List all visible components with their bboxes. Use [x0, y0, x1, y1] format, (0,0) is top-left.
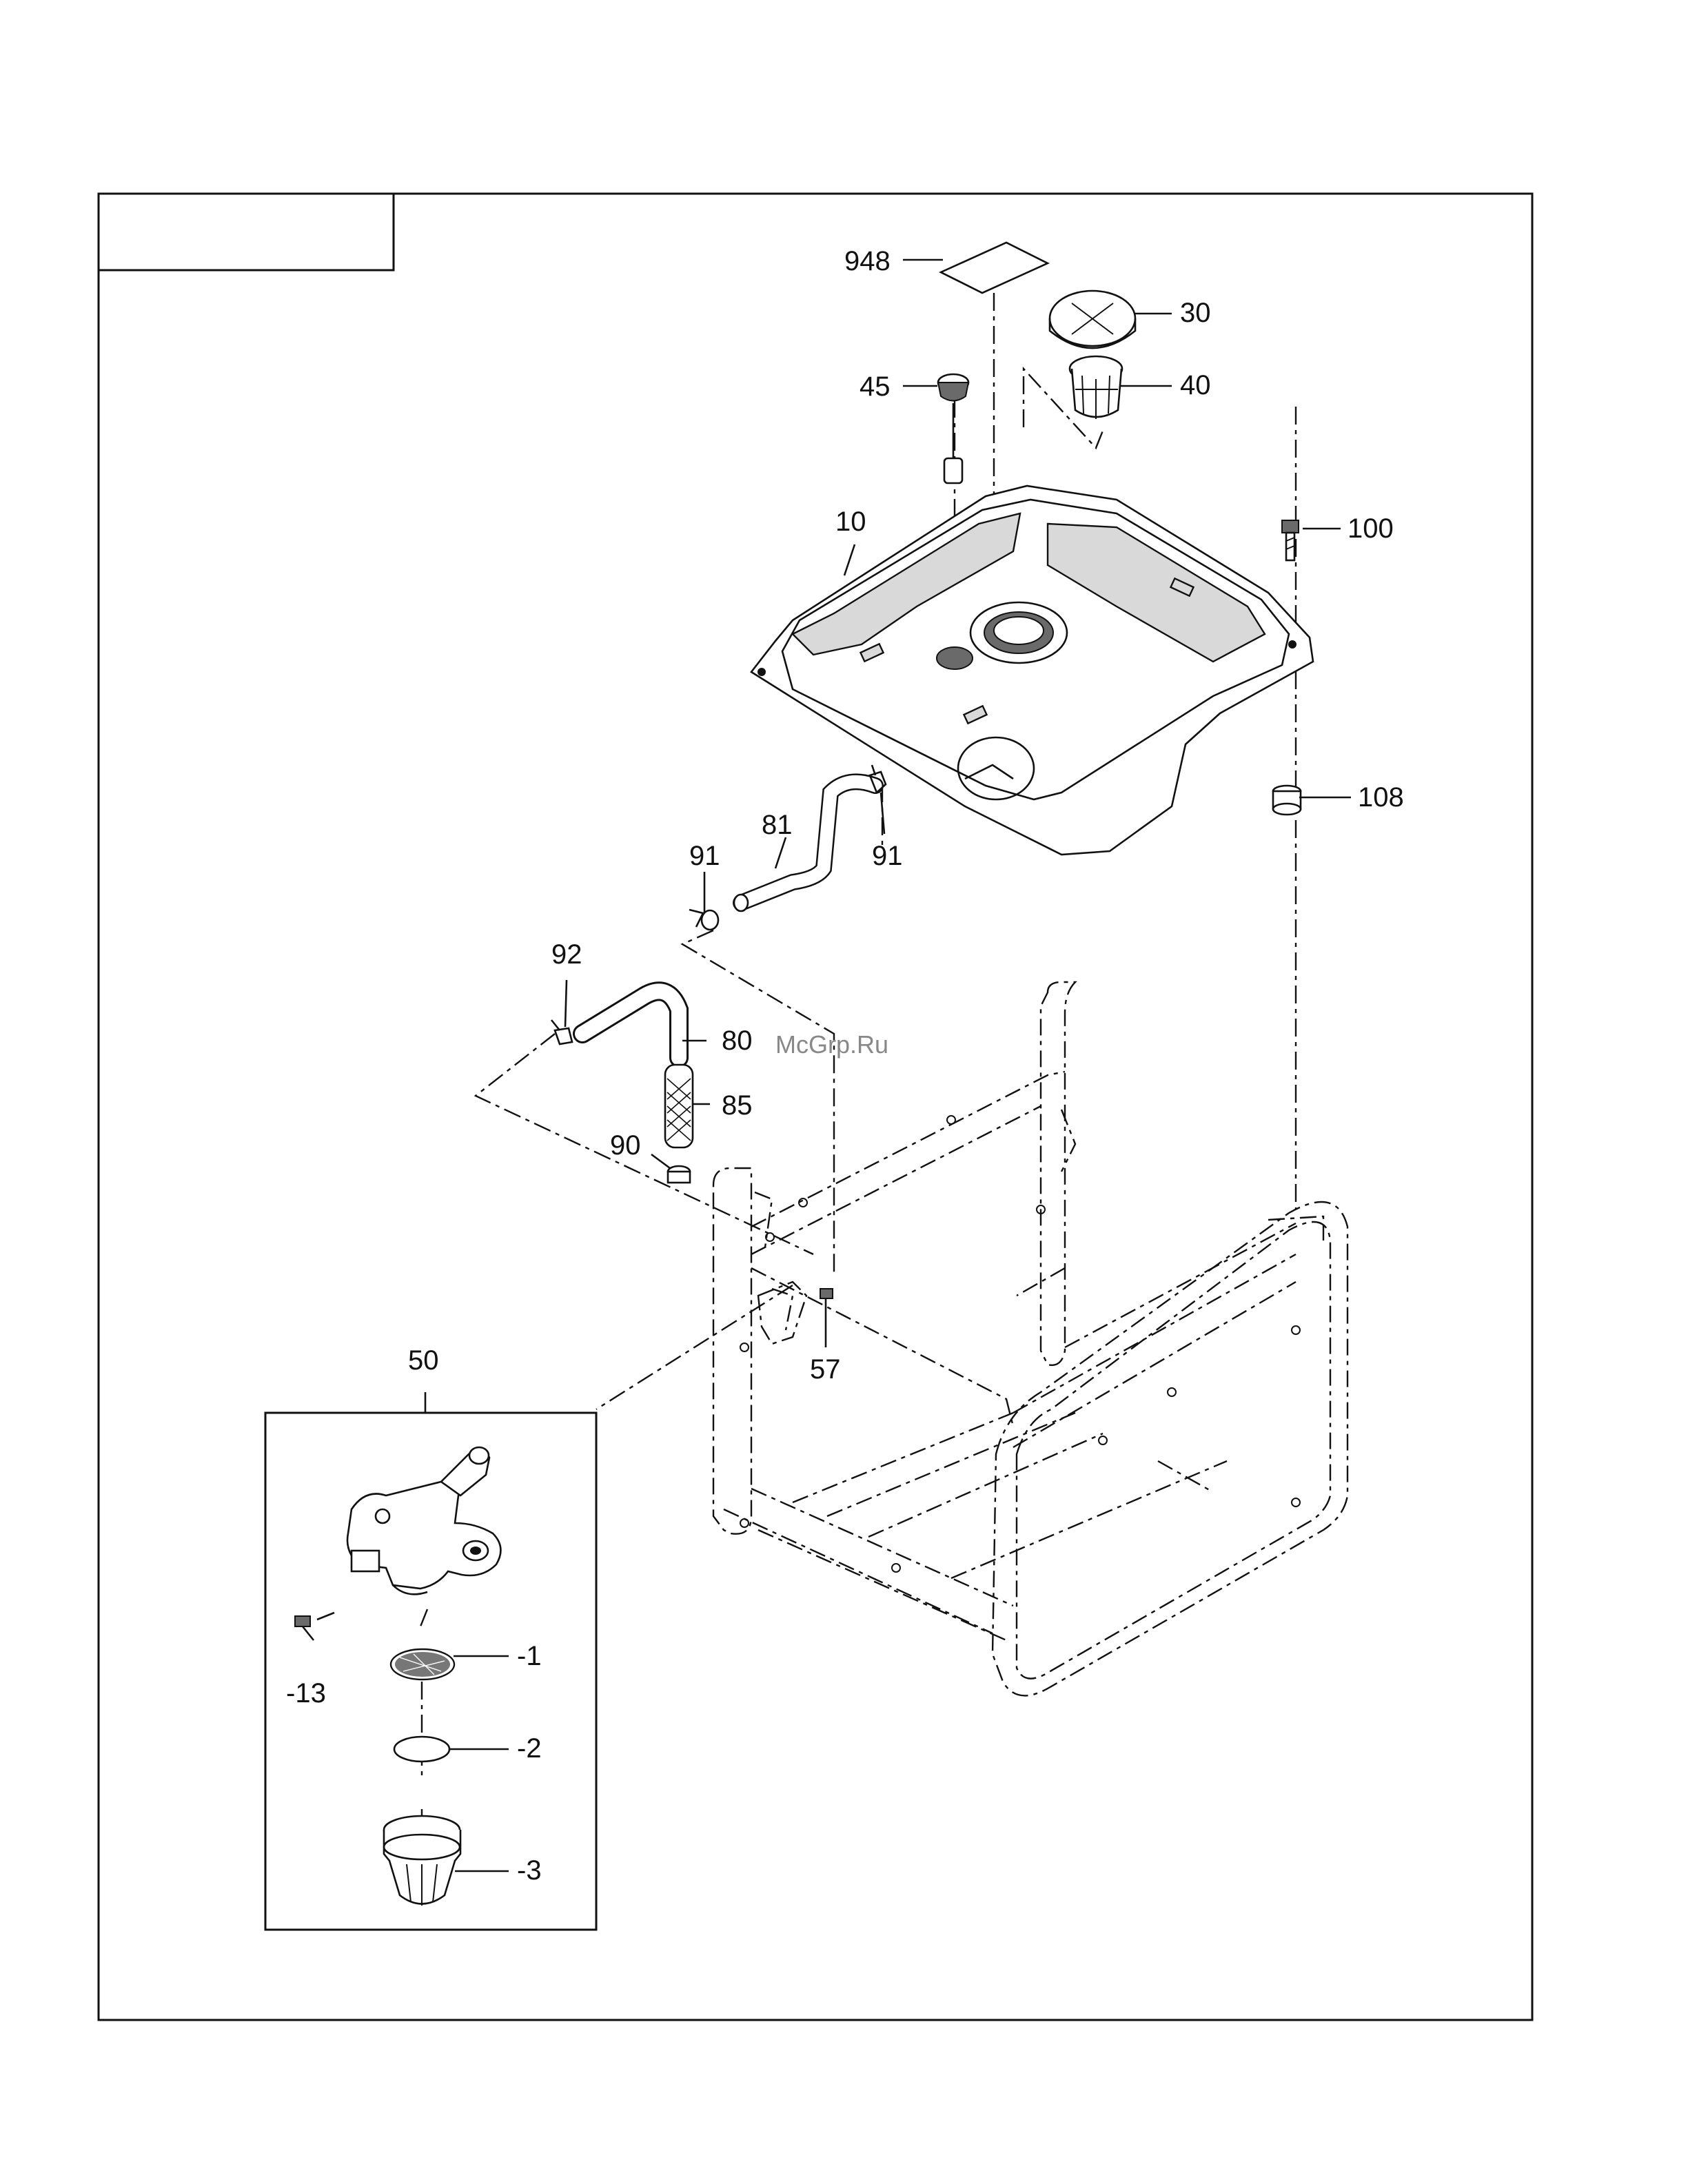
callout-10: 10 [835, 507, 866, 537]
callout-85: 85 [722, 1090, 753, 1121]
fuel-cock-screw[interactable] [295, 1613, 334, 1640]
callout-45: 45 [860, 371, 891, 402]
callout-50: 50 [408, 1345, 439, 1376]
callout-2: -2 [517, 1733, 542, 1764]
callout-3: -3 [517, 1855, 542, 1886]
callout-108: 108 [1358, 782, 1404, 813]
fuel-cock-oring[interactable] [394, 1737, 449, 1762]
fuel-strainer[interactable] [1070, 356, 1122, 419]
callout-13: -13 [286, 1678, 326, 1708]
fuel-label-plate [941, 243, 1048, 293]
fuel-cock-cup[interactable] [384, 1816, 460, 1906]
fuel-filter[interactable] [665, 1065, 693, 1147]
leader-lines [449, 260, 1351, 1871]
callout-92: 92 [551, 939, 582, 970]
generator-frame [713, 982, 1348, 1695]
callout-80: 80 [722, 1025, 753, 1056]
hose-clip-92[interactable] [551, 1020, 572, 1044]
callout-1: -1 [517, 1641, 542, 1671]
fuel-hose-80[interactable] [582, 991, 679, 1058]
callout-90: 90 [610, 1130, 641, 1161]
hose-clip-90[interactable] [668, 1166, 690, 1183]
watermark: McGrp.Ru [775, 1030, 888, 1059]
callout-948: 948 [844, 246, 891, 276]
tank-cushion-rubber[interactable] [1273, 786, 1301, 815]
callout-40: 40 [1180, 370, 1211, 400]
callout-91-left: 91 [689, 841, 720, 871]
fuel-cock-screen[interactable] [391, 1649, 454, 1680]
title-block [99, 194, 394, 270]
fuel-hose-81[interactable] [734, 782, 875, 911]
callout-57: 57 [810, 1354, 841, 1385]
fuel-cap[interactable] [1050, 291, 1135, 348]
fuel-cock-body[interactable] [347, 1447, 500, 1594]
callout-30: 30 [1180, 298, 1211, 328]
callout-labels: 948 30 45 40 10 100 108 81 91 91 92 80 8… [286, 246, 1404, 1886]
drawing-border [99, 194, 1532, 2020]
callout-91-right: 91 [872, 841, 903, 871]
callout-81: 81 [762, 810, 793, 840]
fuel-cock-bolt[interactable] [820, 1289, 833, 1316]
fuel-gauge[interactable] [938, 374, 968, 483]
callout-100: 100 [1348, 513, 1394, 544]
